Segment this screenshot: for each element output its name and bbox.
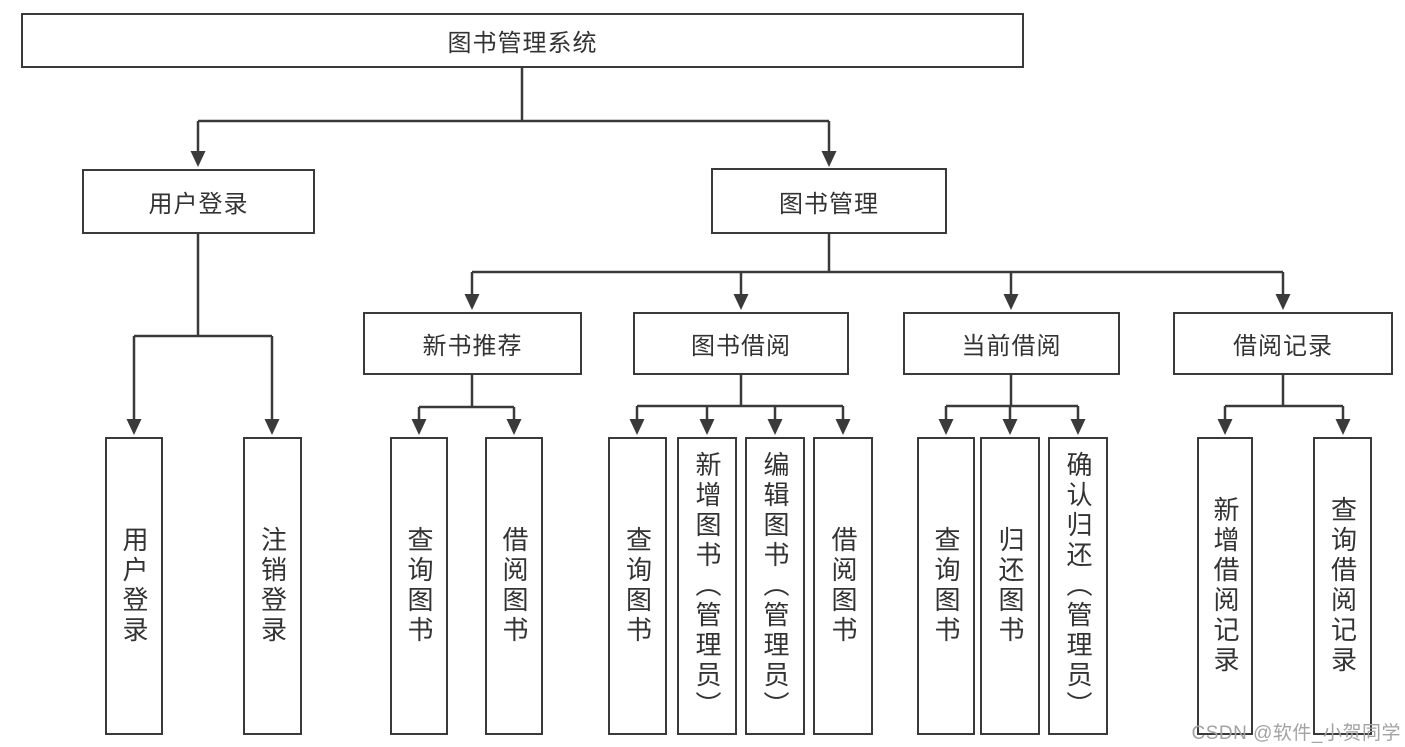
node-label: 借阅图书	[499, 526, 529, 646]
node-label: 图书借阅	[691, 333, 791, 360]
connector-book-borrow	[629, 375, 851, 435]
leaf-query-books-borrow: 查询图书	[608, 437, 667, 735]
node-label: 新增图书（管理员）	[692, 451, 722, 721]
node-label: 查询图书	[931, 526, 961, 646]
node-label: 新书推荐	[422, 333, 523, 360]
leaf-query-books-recommend: 查询图书	[390, 437, 448, 735]
leaf-query-borrow-record: 查询借阅记录	[1313, 437, 1372, 735]
node-label: 用户登录	[119, 526, 149, 646]
node-new-book-recommend: 新书推荐	[363, 312, 582, 375]
leaf-return-book: 归还图书	[980, 437, 1040, 735]
node-label: 编辑图书（管理员）	[760, 451, 790, 721]
node-label: 用户登录	[148, 191, 249, 218]
leaf-user-login: 用户登录	[105, 437, 163, 735]
connector-new-book-recommend	[411, 375, 522, 435]
leaf-add-borrow-record: 新增借阅记录	[1197, 437, 1253, 735]
csdn-watermark: CSDN @软件_小贺同学	[1191, 723, 1401, 744]
leaf-borrow-books-recommend: 借阅图书	[485, 437, 543, 735]
node-label: 归还图书	[995, 526, 1025, 646]
leaf-add-book-admin: 新增图书（管理员）	[677, 437, 737, 735]
node-borrow-records: 借阅记录	[1173, 312, 1393, 375]
leaf-confirm-return-admin: 确认归还（管理员）	[1048, 437, 1108, 735]
node-book-management: 图书管理	[711, 168, 947, 234]
connector-borrow-records	[1217, 375, 1351, 435]
connector-book-management	[464, 234, 1291, 310]
node-label: 当前借阅	[961, 333, 1062, 360]
connector-current-borrow	[938, 375, 1086, 435]
node-label: 确认归还（管理员）	[1063, 451, 1093, 721]
node-user-login: 用户登录	[82, 169, 315, 234]
connector-root-to-level2	[190, 68, 837, 167]
node-label: 图书管理系统	[447, 30, 598, 57]
node-label: 借阅记录	[1233, 333, 1333, 360]
node-label: 图书管理	[779, 190, 879, 218]
node-label: 新增借阅记录	[1210, 496, 1240, 676]
leaf-logout: 注销登录	[243, 437, 302, 735]
node-label: 查询图书	[622, 526, 653, 646]
leaf-edit-book-admin: 编辑图书（管理员）	[745, 437, 805, 735]
node-label: 查询借阅记录	[1327, 496, 1358, 676]
leaf-query-books-current: 查询图书	[917, 437, 975, 735]
leaf-borrow-books: 借阅图书	[813, 437, 873, 735]
connector-user-login	[126, 234, 280, 435]
node-book-borrow: 图书借阅	[633, 312, 849, 375]
node-label: 注销登录	[257, 526, 288, 646]
node-current-borrow: 当前借阅	[903, 312, 1120, 375]
node-label: 借阅图书	[828, 526, 858, 646]
node-label: 查询图书	[404, 526, 434, 646]
node-library-system: 图书管理系统	[21, 13, 1024, 68]
